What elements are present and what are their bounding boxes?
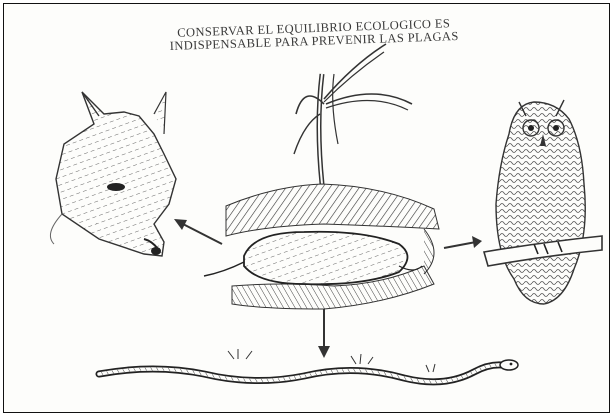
illustration-frame: CONSERVAR EL EQUILIBRIO ECOLOGICO ES IND… bbox=[3, 3, 610, 413]
fox-icon bbox=[50, 92, 176, 256]
arrow-to-snake bbox=[318, 309, 330, 358]
owl-icon bbox=[484, 100, 602, 304]
arrow-to-fox bbox=[174, 219, 222, 244]
plant-icon bbox=[294, 44, 412, 184]
rodent-icon bbox=[204, 232, 422, 285]
arrow-to-owl bbox=[444, 236, 482, 248]
food-chain-drawing bbox=[4, 4, 609, 412]
snake-icon bbox=[99, 349, 518, 382]
